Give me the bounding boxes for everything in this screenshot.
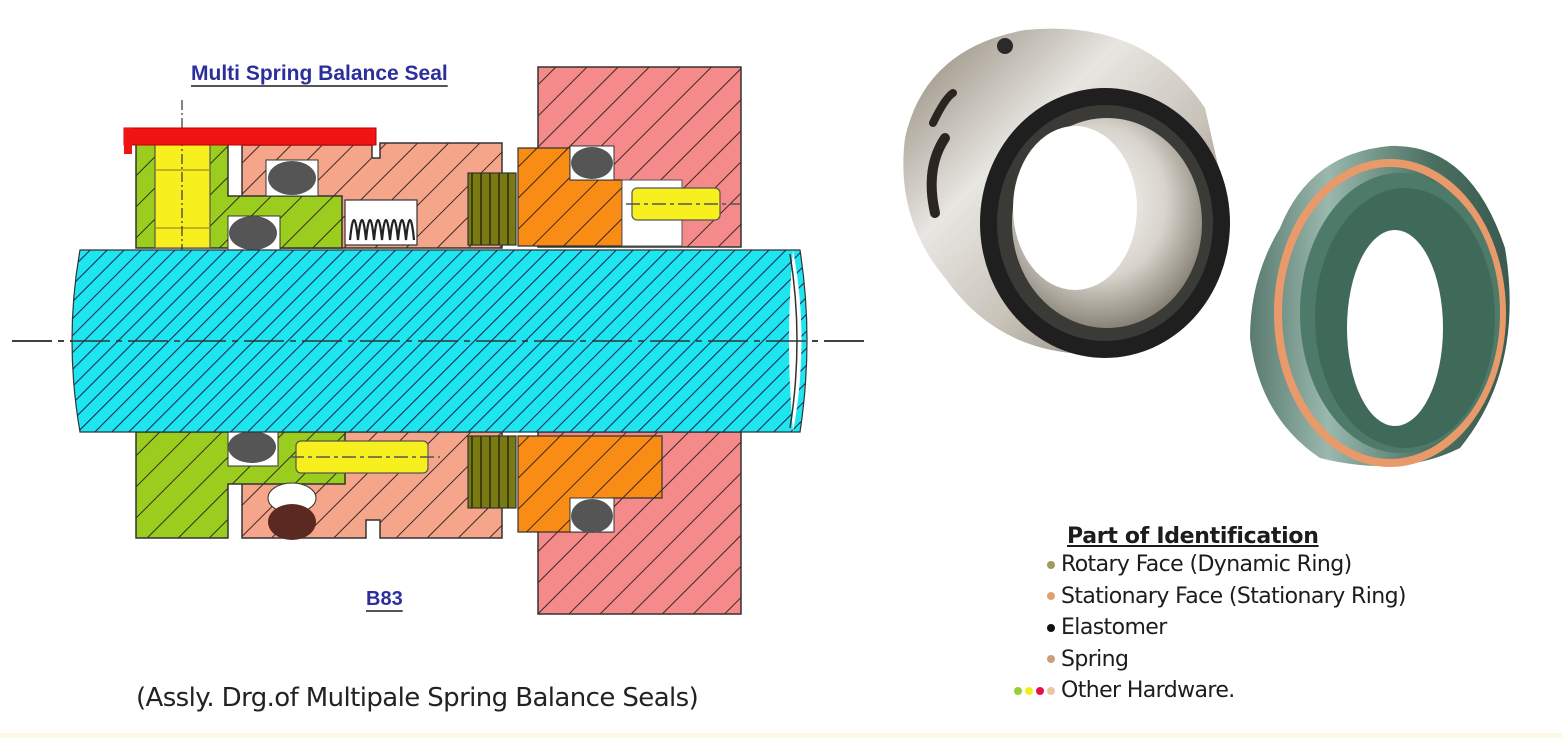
drive-pin-lower <box>290 440 440 474</box>
legend-item-stationary-face: Stationary Face (Stationary Ring) <box>1005 581 1407 613</box>
legend-item-other-hardware: Other Hardware. <box>1005 675 1406 707</box>
drive-clip <box>123 127 377 146</box>
bullet-icon <box>1005 560 1061 569</box>
spring-upper <box>344 199 418 246</box>
legend-item-elastomer: Elastomer <box>1005 612 1406 644</box>
o-ring-elastomers <box>227 145 615 540</box>
bullet-icon <box>1005 623 1061 632</box>
bullet-icon <box>1005 655 1061 664</box>
legend-label: Stationary Face (Stationary Ring) <box>1061 583 1407 609</box>
seal-assembly-drawing <box>12 66 865 615</box>
rotary-face-lower <box>467 435 517 509</box>
multi-bullet-icon <box>1005 686 1061 695</box>
bullet-icon <box>1005 592 1061 601</box>
legend-label: Rotary Face (Dynamic Ring) <box>1061 552 1352 578</box>
model-label: B83 <box>366 588 403 610</box>
legend-item-spring: Spring <box>1005 644 1406 676</box>
stationary-seat-photo <box>1250 145 1510 467</box>
legend-label: Other Hardware. <box>1061 678 1235 704</box>
rotary-seal-head-photo <box>903 28 1230 358</box>
rotary-face-upper <box>467 172 517 246</box>
legend-title: Part of Identification <box>1067 524 1319 549</box>
parts-legend: Part of Identification Rotary Face (Dyna… <box>1005 524 1407 707</box>
bottom-border <box>0 733 1562 738</box>
legend-item-rotary-face: Rotary Face (Dynamic Ring) <box>1005 549 1406 581</box>
legend-label: Spring <box>1061 646 1129 672</box>
legend-label: Elastomer <box>1061 615 1167 641</box>
diagram-caption: (Assly. Drg.of Multipale Spring Balance … <box>136 683 699 713</box>
shaft <box>12 249 865 433</box>
diagram-title: Multi Spring Balance Seal <box>191 62 448 85</box>
